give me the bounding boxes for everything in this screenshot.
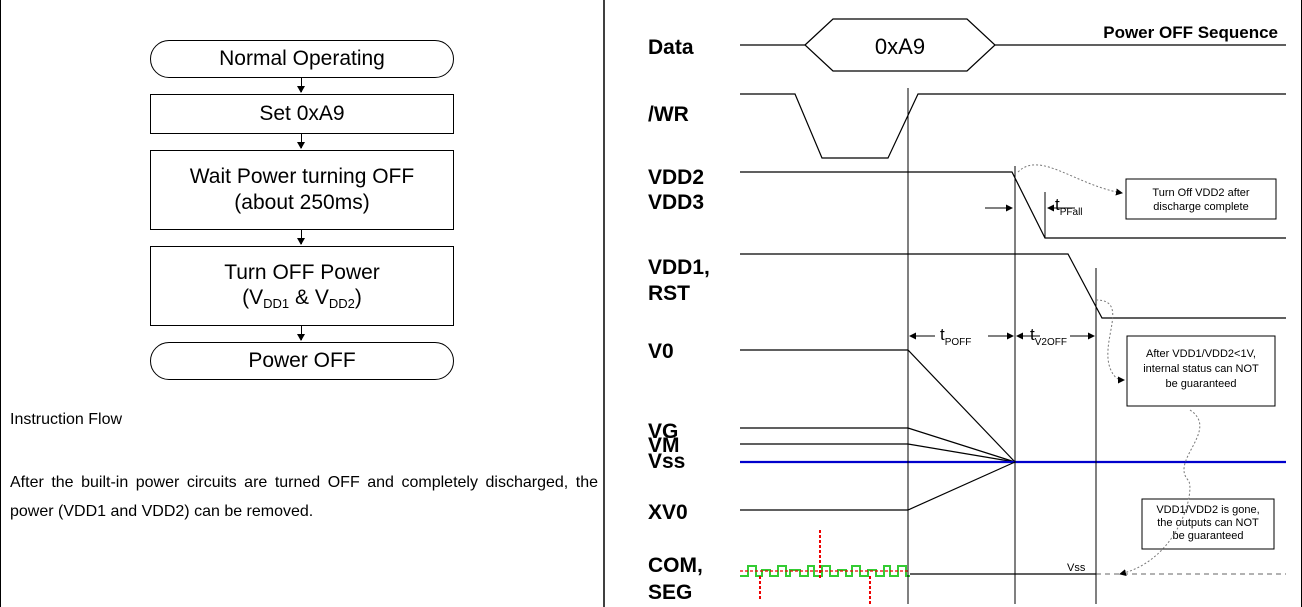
tpfall-label: tPFall <box>1055 195 1083 218</box>
signal-xv0-label: XV0 <box>648 501 688 524</box>
flow-description: After the built-in power circuits are tu… <box>10 474 598 520</box>
note-vdd2-box <box>1125 178 1277 220</box>
vm-waveform <box>740 443 1016 463</box>
step-normal-label: Normal Operating <box>219 47 385 71</box>
diagram-title: Power OFF Sequence <box>1103 23 1278 42</box>
tpoff-label: tPOFF <box>940 325 971 348</box>
v0-waveform <box>740 349 1016 463</box>
note-outputs-box <box>1141 498 1275 550</box>
step-power-off: Power OFF <box>150 342 454 380</box>
data-bus-waveform <box>740 18 1286 72</box>
step-power-off-label: Power OFF <box>248 349 356 373</box>
signal-rst-label: RST <box>648 282 690 305</box>
step-set-command: Set 0xA9 <box>150 94 454 134</box>
instruction-flow-panel: Normal Operating Set 0xA9 Wait Power tur… <box>0 0 604 607</box>
com-seg-vss-label: Vss <box>1067 562 1086 574</box>
flow-arrow <box>297 326 305 341</box>
note-internal-status-box <box>1126 335 1276 407</box>
data-value: 0xA9 <box>875 34 925 59</box>
signal-vg-label: VG <box>648 420 678 443</box>
signal-vdd1-label: VDD1, <box>648 256 710 279</box>
note-internal-line3: be guaranteed <box>1166 378 1237 390</box>
note-leaders <box>1017 164 1201 577</box>
signal-seg-label: SEG <box>648 581 692 604</box>
flow-arrow <box>297 230 305 245</box>
com-seg-waveform <box>740 530 910 604</box>
step-turn-off-power: Turn OFF Power (VDD1 & VDD2) <box>150 246 454 326</box>
signal-com-label: COM, <box>648 554 703 577</box>
step-set-label: Set 0xA9 <box>259 102 345 126</box>
vdd2-waveform <box>740 171 1286 239</box>
note-outputs-line2: the outputs can NOT <box>1157 517 1259 529</box>
tv2off-label: tV2OFF <box>1030 325 1067 348</box>
step-turnoff-line2: (VDD1 & VDD2) <box>242 286 362 312</box>
note-outputs-line3: be guaranteed <box>1173 530 1244 542</box>
note-outputs-line1: VDD1/VDD2 is gone, <box>1156 504 1259 516</box>
tpfall-timing <box>985 192 1075 238</box>
step-wait-line1: Wait Power turning OFF <box>189 165 415 189</box>
signal-vm-label: VM <box>648 434 680 457</box>
xv0-waveform <box>740 461 1016 511</box>
signal-vdd2-label: VDD2 <box>648 166 704 189</box>
signal-vdd3-label: VDD3 <box>648 191 704 214</box>
note-vdd2-line1: Turn Off VDD2 after <box>1152 187 1250 199</box>
signal-vss-label: Vss <box>648 450 685 473</box>
flow-caption: Instruction Flow <box>10 411 123 428</box>
note-internal-line1: After VDD1/VDD2<1V, <box>1146 348 1256 360</box>
wr-waveform <box>740 93 1286 159</box>
note-vdd2-line2: discharge complete <box>1153 201 1248 213</box>
vg-waveform <box>740 427 1016 463</box>
signal-data-label: Data <box>648 36 694 59</box>
signal-v0-label: V0 <box>648 340 674 363</box>
step-wait-line2: (about 250ms) <box>234 191 370 214</box>
step-turnoff-line1: Turn OFF Power <box>224 260 380 284</box>
note-internal-line2: internal status can NOT <box>1143 363 1259 375</box>
signal-wr-label: /WR <box>648 103 689 126</box>
step-wait: Wait Power turning OFF (about 250ms) <box>150 150 454 230</box>
vdd1-waveform <box>740 253 1286 319</box>
step-normal-operating: Normal Operating <box>150 40 454 78</box>
flow-arrow <box>297 78 305 93</box>
flow-arrow <box>297 134 305 149</box>
